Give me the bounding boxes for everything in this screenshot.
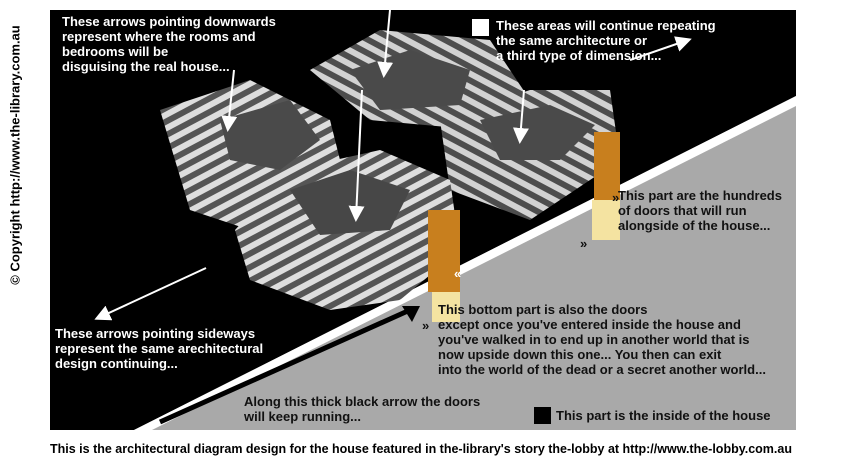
door-column-front bbox=[428, 210, 460, 322]
door-column-back bbox=[592, 132, 620, 240]
building-cluster-front bbox=[235, 150, 460, 310]
note-hundreds-doors: This part are the hundreds of doors that… bbox=[618, 188, 782, 233]
note-sideways-arrows: These arrows pointing sideways represent… bbox=[55, 326, 264, 371]
floor-edge bbox=[134, 96, 796, 430]
down-arrow-3 bbox=[348, 89, 365, 222]
note-down-arrows: These arrows pointing downwards represen… bbox=[62, 14, 276, 74]
marker-doors-front-left: « bbox=[454, 266, 462, 281]
thick-black-arrow bbox=[158, 307, 412, 425]
sideways-arrow-right bbox=[629, 36, 692, 61]
building-cluster-right bbox=[440, 90, 620, 220]
down-arrow-2 bbox=[377, 10, 394, 78]
diagram-drawing bbox=[94, 10, 796, 430]
diagram-caption: This is the architectural diagram design… bbox=[50, 442, 792, 456]
note-repeating-areas: These areas will continue repeating the … bbox=[496, 18, 716, 63]
note-inside-house: This part is the inside of the house bbox=[556, 408, 771, 423]
sideways-arrow-left bbox=[94, 267, 207, 321]
down-arrow-1 bbox=[221, 69, 238, 132]
thick-black-arrowhead bbox=[402, 306, 420, 322]
marker-doors-back-lower: » bbox=[580, 236, 588, 251]
marker-doors-back-right: » bbox=[612, 190, 620, 205]
inside-house-swatch bbox=[534, 407, 551, 424]
copyright-vertical: © Copyright http://www.the-library.com.a… bbox=[7, 25, 23, 285]
note-thick-arrow: Along this thick black arrow the doors w… bbox=[244, 394, 481, 424]
repeating-area-swatch bbox=[472, 19, 489, 36]
architectural-diagram: These arrows pointing downwards represen… bbox=[50, 10, 796, 430]
down-arrow-4 bbox=[512, 89, 529, 144]
note-bottom-doors: This bottom part is also the doors excep… bbox=[438, 302, 766, 377]
marker-doors-front-bottom: » bbox=[422, 318, 430, 333]
